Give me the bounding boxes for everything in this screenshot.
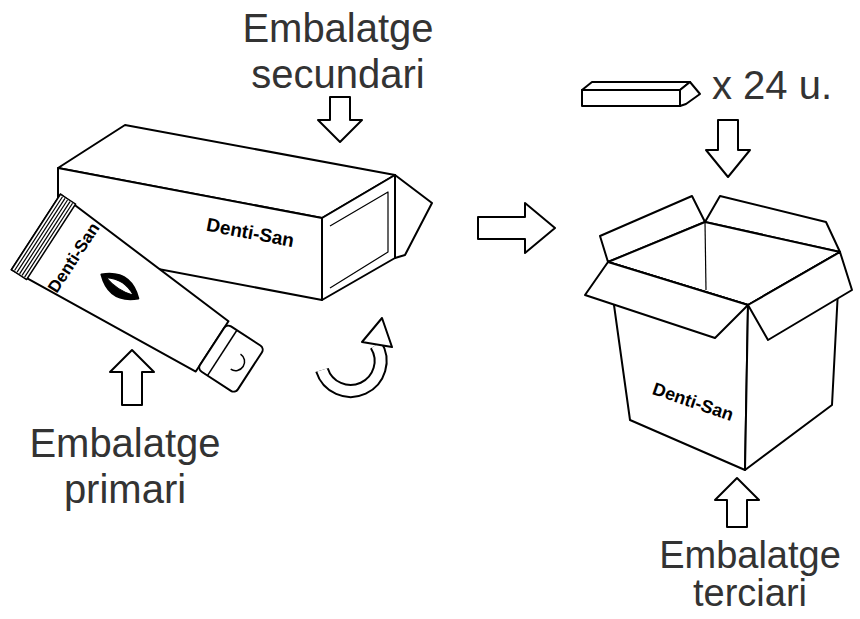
carton-flap [748,252,852,340]
small-box [582,82,690,90]
level-label: Embalatge primari [5,420,245,512]
level-label: Embalatge secundari [218,5,458,97]
up-arrow [715,478,759,527]
carton-flap [585,262,748,338]
level-label: Embalatge terciari [640,536,860,612]
level-label: x 24 u. [712,62,832,108]
down-arrow [318,97,362,142]
rotate-arrow-head [362,318,392,347]
big-right-arrow [478,203,555,253]
box-end-detail [330,192,388,288]
down-arrow [706,120,750,177]
box-end [322,175,395,300]
up-arrow [110,350,154,405]
box-flap [395,175,432,258]
